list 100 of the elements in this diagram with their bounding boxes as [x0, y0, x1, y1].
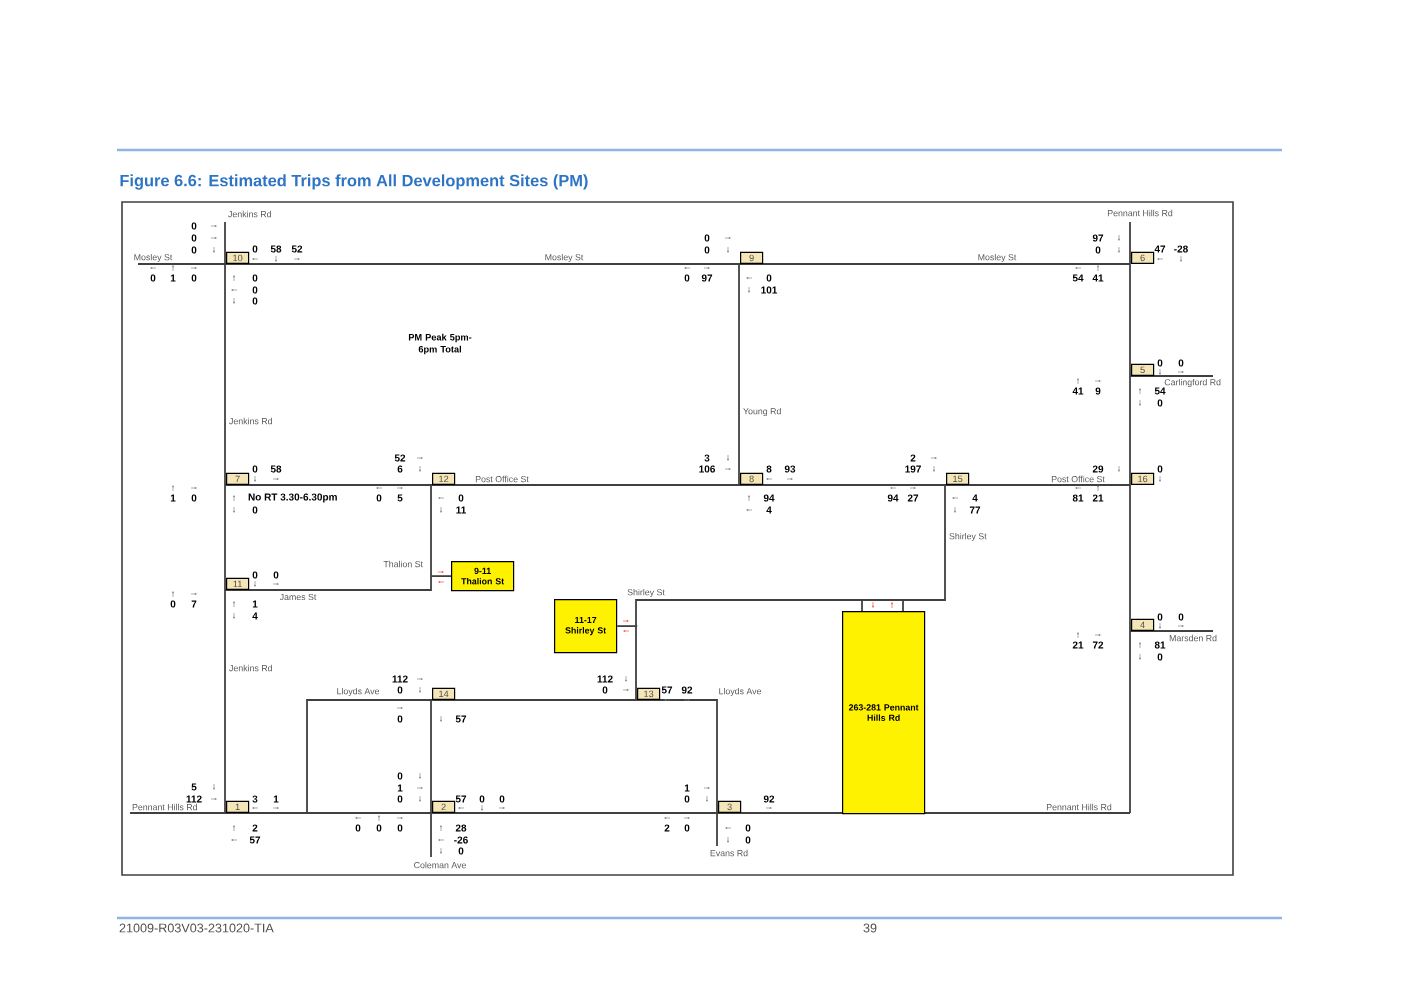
traffic-volume: 47: [1154, 245, 1166, 253]
traffic-volume: 6: [397, 465, 403, 473]
traffic-volume: 0: [150, 274, 156, 282]
traffic-volume: 57: [661, 686, 673, 694]
traffic-volume: 0: [191, 234, 197, 242]
traffic-volume: 0: [1095, 246, 1101, 254]
traffic-volume: 0: [252, 571, 258, 579]
street-name: Evans Rd: [710, 849, 748, 857]
traffic-volume: 0: [1157, 359, 1163, 367]
traffic-volume: 9: [1095, 387, 1101, 395]
traffic-volume: 0: [766, 274, 772, 282]
page-number: 39: [863, 923, 877, 933]
traffic-volume: 0: [191, 494, 197, 502]
intersection-tag: 10: [226, 251, 250, 264]
document-reference: 21009-R03V03-231020-TIA: [119, 923, 274, 933]
traffic-volume: 7: [191, 600, 197, 608]
traffic-volume: 0: [397, 795, 403, 803]
traffic-volume: 0: [458, 494, 464, 502]
traffic-volume: 0: [191, 274, 197, 282]
traffic-volume: 77: [969, 506, 981, 514]
traffic-volume: 0: [745, 836, 751, 844]
traffic-volume: 0: [1157, 399, 1163, 407]
traffic-volume: 3: [252, 795, 258, 803]
traffic-volume: 1: [684, 784, 690, 792]
traffic-volume: 57: [455, 795, 467, 803]
traffic-volume: 2: [664, 824, 670, 832]
traffic-volume: 197: [905, 465, 921, 473]
traffic-volume: 101: [761, 286, 778, 294]
traffic-volume: 0: [273, 571, 279, 579]
traffic-volume: 0: [191, 222, 197, 230]
traffic-volume: 0: [1157, 653, 1163, 661]
traffic-volume: 112: [597, 675, 613, 683]
traffic-volume: -28: [1174, 245, 1188, 253]
street-name: Jenkins Rd: [229, 664, 272, 672]
traffic-volume: 0: [252, 245, 258, 253]
traffic-volume: 0: [397, 715, 403, 723]
traffic-volume: 92: [681, 686, 693, 694]
traffic-volume: 0: [458, 847, 464, 855]
traffic-volume: 0: [745, 824, 751, 832]
traffic-volume: 5: [191, 783, 197, 791]
traffic-volume: 41: [1092, 274, 1104, 282]
traffic-volume: 0: [602, 686, 608, 694]
traffic-volume: 2: [910, 454, 916, 462]
traffic-volume: 3: [704, 454, 710, 462]
development-site-box: 263-281 Pennant Hills Rd: [842, 611, 926, 815]
traffic-volume: 0: [252, 465, 258, 473]
traffic-volume: 0: [355, 824, 361, 832]
traffic-volume: 1: [170, 494, 176, 502]
traffic-volume: -26: [454, 836, 468, 844]
street-name: Shirley St: [949, 532, 987, 542]
development-site-box: 11-17 Shirley St: [554, 599, 618, 654]
traffic-volume: 1: [252, 600, 258, 608]
traffic-volume: 4: [972, 494, 978, 502]
traffic-volume: 0: [397, 824, 403, 832]
street-name: Mosley St: [545, 253, 584, 263]
traffic-volume: 1: [170, 274, 176, 282]
traffic-volume: 41: [1072, 387, 1084, 395]
traffic-volume: 0: [684, 274, 690, 282]
traffic-volume: 27: [907, 494, 919, 502]
street-name: Pennant Hills Rd: [1046, 803, 1112, 811]
intersection-tag: 1: [226, 800, 250, 813]
traffic-volume: 93: [784, 465, 796, 473]
traffic-volume: 94: [763, 494, 775, 502]
street-name: Mosley St: [134, 253, 173, 263]
intersection-tag: 5: [1131, 363, 1155, 376]
traffic-volume: 0: [252, 297, 258, 305]
street-name: Mosley St: [978, 253, 1017, 263]
traffic-volume: 72: [1092, 641, 1104, 649]
intersection-tag: 16: [1131, 472, 1155, 485]
access-driveway: [616, 625, 639, 627]
access-driveway: [430, 575, 452, 577]
traffic-volume: 1: [397, 784, 403, 792]
traffic-volume: 0: [1157, 465, 1163, 473]
traffic-volume: 54: [1154, 387, 1166, 395]
traffic-volume: 21: [1072, 641, 1084, 649]
traffic-volume: 0: [376, 494, 382, 502]
traffic-volume: 0: [684, 795, 690, 803]
access-driveway: [861, 599, 863, 612]
street-name: Pennant Hills Rd: [1107, 209, 1173, 217]
traffic-volume: 4: [252, 612, 258, 620]
traffic-volume: 81: [1072, 494, 1084, 502]
traffic-volume: 94: [887, 494, 899, 502]
traffic-volume: 0: [1178, 613, 1184, 621]
intersection-tag: 9: [740, 251, 764, 264]
traffic-volume: 0: [252, 286, 258, 294]
development-site-box: 9-11 Thalion St: [451, 561, 515, 592]
traffic-volume: 0: [499, 795, 505, 803]
intersection-tag: 6: [1131, 251, 1155, 264]
traffic-volume: 2: [252, 824, 258, 832]
intersection-tag: 15: [946, 472, 970, 485]
traffic-volume: 57: [455, 715, 467, 723]
intersection-tag: 7: [226, 472, 250, 485]
traffic-volume: 0: [191, 246, 197, 254]
traffic-volume: 106: [699, 465, 715, 473]
intersection-tag: 4: [1131, 618, 1155, 631]
peak-period-note: PM Peak 5pm-6pm Total: [408, 333, 472, 355]
traffic-volume: 28: [455, 824, 467, 832]
street-name: Thalion St: [383, 560, 423, 568]
intersection-tag: 11: [226, 577, 250, 590]
traffic-volume: 1: [273, 795, 279, 803]
